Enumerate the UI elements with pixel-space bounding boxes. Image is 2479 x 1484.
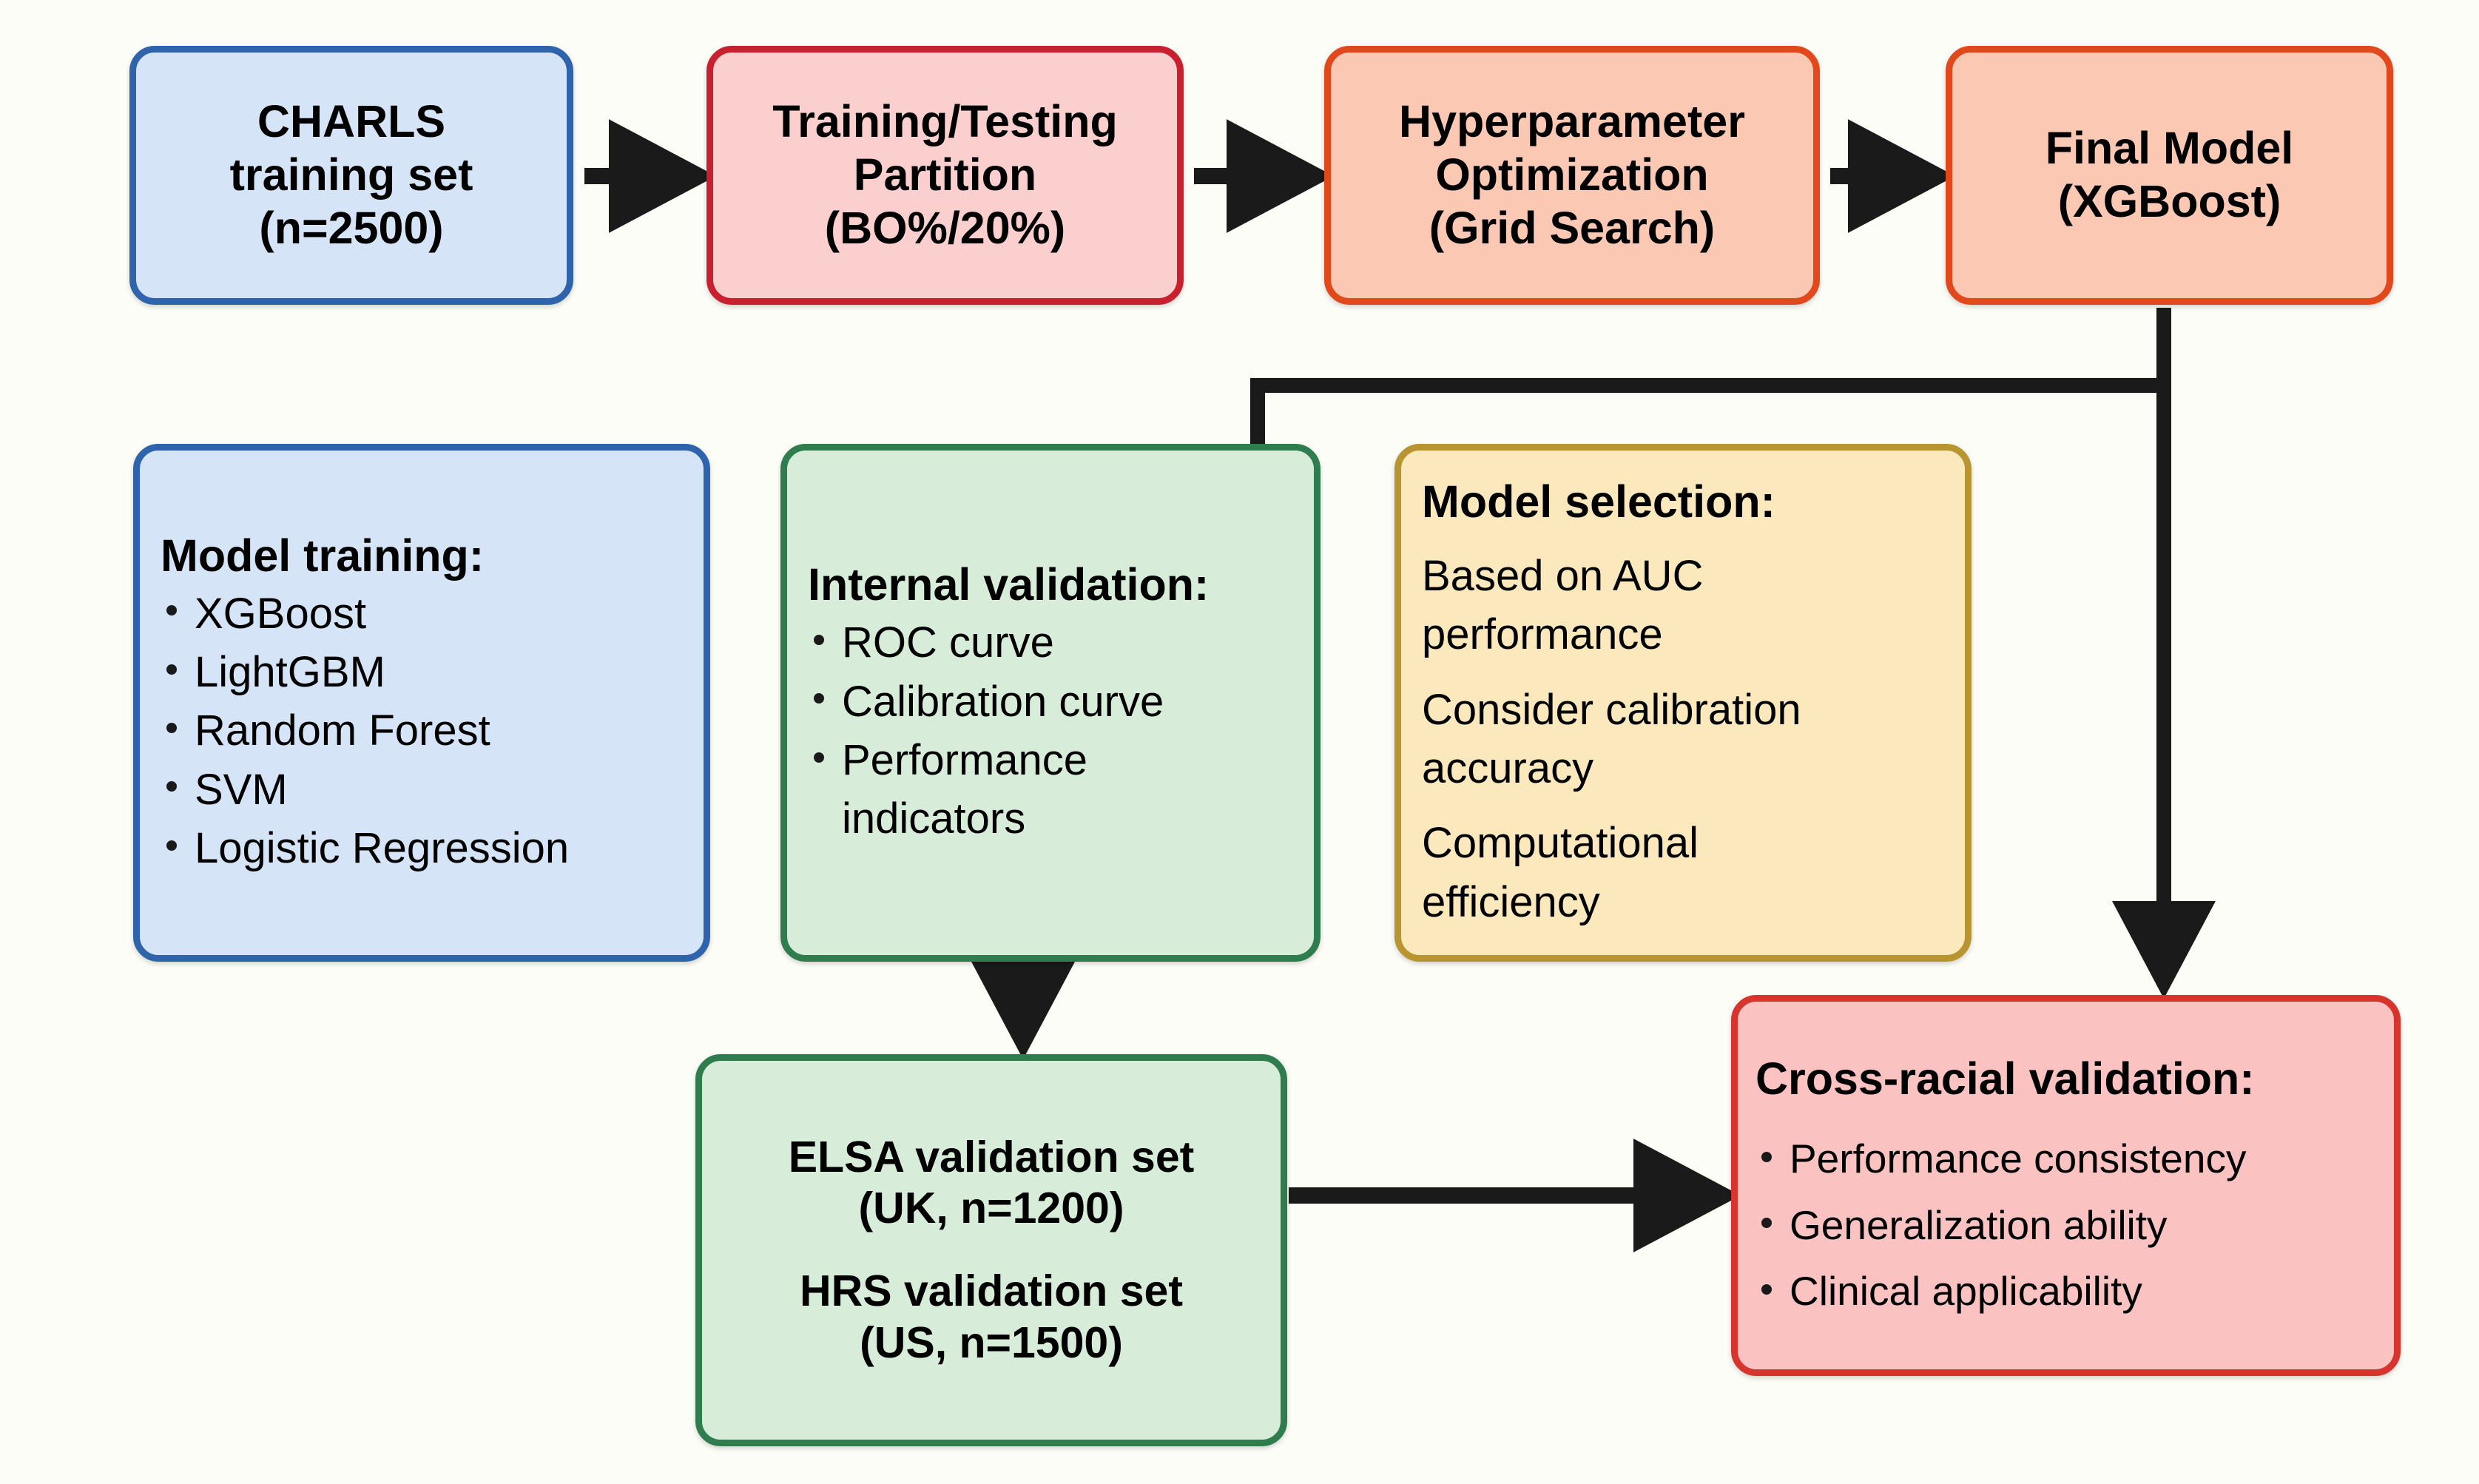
list-item-label: indicators: [842, 795, 1026, 843]
node-partition-line-3: (BO%/20%): [824, 202, 1066, 253]
node-final-line-2: (XGBoost): [2057, 176, 2281, 226]
node-elsa-hrs-validation-sets[interactable]: ELSA validation set (UK, n=1200) HRS val…: [695, 1054, 1287, 1446]
list-item: Random Forest: [161, 703, 569, 758]
list-item-label: LightGBM: [195, 647, 385, 696]
bullet-dot-icon: [814, 634, 824, 645]
list-item: Based on AUC: [1422, 551, 1704, 600]
list-item-label: XGBoost: [195, 589, 367, 638]
bullet-dot-icon: [1761, 1151, 1772, 1162]
node-elsa-line-4: (US, n=1500): [860, 1318, 1123, 1367]
list-item-label: ROC curve: [842, 618, 1054, 667]
node-charls-line-1: CHARLS: [257, 96, 446, 147]
node-selection-list: Based on AUC performance Consider calibr…: [1422, 545, 1801, 930]
node-hyperparameter-optimization[interactable]: Hyperparameter Optimization (Grid Search…: [1324, 46, 1820, 305]
list-item: Logistic Regression: [161, 820, 569, 876]
list-item-label: Random Forest: [195, 706, 490, 755]
connector-final-to-internal: [1250, 308, 2171, 444]
list-item-label: Performance consistency: [1790, 1136, 2247, 1182]
list-item: Generalization ability: [1755, 1199, 2247, 1252]
node-internal-list: ROC curve Calibration curve Performance …: [808, 612, 1164, 847]
bullet-dot-icon: [814, 693, 824, 704]
bullet-dot-icon: [166, 781, 177, 792]
node-elsa-line-3: HRS validation set: [799, 1267, 1183, 1315]
list-item-label: Logistic Regression: [195, 824, 570, 873]
list-item: Performance consistency: [1755, 1133, 2247, 1186]
list-item-label: Generalization ability: [1790, 1201, 2168, 1248]
node-model-training[interactable]: Model training: XGBoost LightGBM Random …: [133, 444, 710, 962]
node-final-model[interactable]: Final Model (XGBoost): [1946, 46, 2393, 305]
node-partition-line-2: Partition: [853, 149, 1037, 200]
list-item: Performance: [808, 732, 1164, 788]
list-item-label: Clinical applicability: [1790, 1268, 2142, 1315]
list-item: Clinical applicability: [1755, 1265, 2247, 1318]
list-item: XGBoost: [161, 586, 569, 641]
node-cross-racial-validation[interactable]: Cross-racial validation: Performance con…: [1731, 995, 2401, 1376]
list-item: ROC curve: [808, 615, 1164, 670]
list-item-continuation: indicators: [808, 791, 1164, 846]
bullet-dot-icon: [166, 722, 177, 733]
node-hyper-line-1: Hyperparameter: [1399, 96, 1745, 147]
node-elsa-line-1: ELSA validation set: [788, 1132, 1195, 1181]
list-item-label: Performance: [842, 735, 1088, 784]
list-item: Consider calibration: [1422, 685, 1801, 734]
node-training-heading: Model training:: [161, 530, 485, 581]
node-partition-line-1: Training/Testing: [772, 96, 1118, 147]
node-training-list: XGBoost LightGBM Random Forest SVM Logis…: [161, 583, 569, 877]
node-cross-heading: Cross-racial validation:: [1755, 1053, 2255, 1104]
bullet-dot-icon: [814, 752, 824, 763]
list-item: LightGBM: [161, 644, 569, 700]
bullet-dot-icon: [166, 664, 177, 675]
list-item: Calibration curve: [808, 674, 1164, 729]
node-charls-line-2: training set: [229, 149, 473, 200]
list-item: accuracy: [1422, 743, 1594, 792]
list-item-label: Calibration curve: [842, 677, 1164, 726]
node-model-selection[interactable]: Model selection: Based on AUC performanc…: [1394, 444, 1972, 962]
list-item: Computational: [1422, 819, 1699, 868]
node-selection-heading: Model selection:: [1422, 476, 1775, 527]
node-elsa-line-2: (UK, n=1200): [858, 1184, 1124, 1233]
bullet-dot-icon: [166, 605, 177, 616]
bullet-dot-icon: [1761, 1218, 1772, 1229]
bullet-dot-icon: [166, 840, 177, 851]
list-item-label: SVM: [195, 765, 288, 814]
list-item: efficiency: [1422, 877, 1600, 926]
node-hyper-line-2: Optimization: [1435, 149, 1709, 200]
node-hyper-line-3: (Grid Search): [1429, 202, 1716, 253]
list-item: performance: [1422, 610, 1663, 659]
node-training-testing-partition[interactable]: Training/Testing Partition (BO%/20%): [706, 46, 1184, 305]
node-charls-training-set[interactable]: CHARLS training set (n=2500): [129, 46, 573, 305]
node-cross-list: Performance consistency Generalization a…: [1755, 1119, 2247, 1318]
node-internal-validation[interactable]: Internal validation: ROC curve Calibrati…: [780, 444, 1321, 962]
node-final-line-1: Final Model: [2045, 123, 2294, 174]
bullet-dot-icon: [1761, 1284, 1772, 1295]
node-charls-line-3: (n=2500): [259, 202, 444, 253]
list-item: SVM: [161, 762, 569, 817]
node-internal-heading: Internal validation:: [808, 559, 1210, 610]
